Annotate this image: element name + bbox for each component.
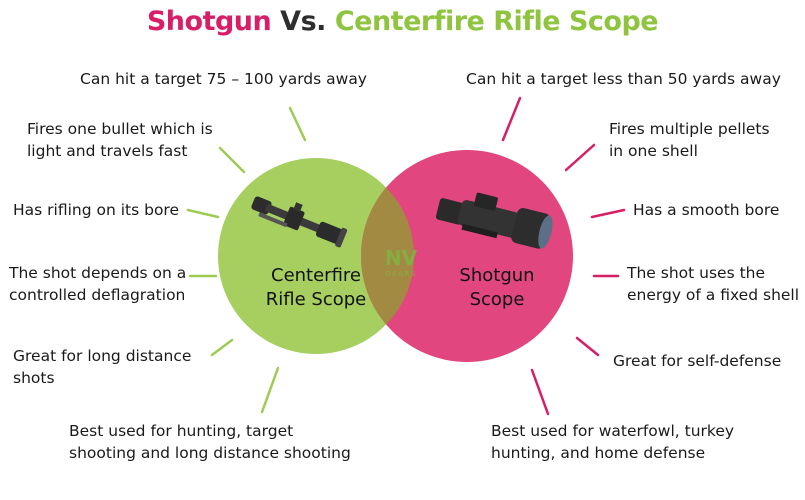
shotgun-point-pellets: Fires multiple pellets in one shell [609, 118, 770, 162]
shotgun-point-shot-line-1: The shot uses the [627, 264, 766, 282]
shotgun-circle-label-1: Shotgun [459, 265, 535, 286]
leader-line-shotgun-2 [564, 143, 596, 172]
rifle-point-use-line-2: shooting and long distance shooting [69, 444, 351, 462]
rifle-point-use: Best used for hunting, target shooting a… [69, 420, 351, 464]
shotgun-point-bore: Has a smooth bore [633, 201, 780, 219]
shotgun-point-pellets-line-2: in one shell [609, 142, 698, 160]
leader-line-rifle-2 [218, 146, 246, 174]
page-title: Shotgun Vs. Centerfire Rifle Scope [0, 6, 805, 37]
rifle-point-bullet-line-1: Fires one bullet which is [27, 120, 213, 138]
leader-line-rifle-3 [186, 208, 220, 219]
rifle-point-range: Can hit a target 75 – 100 yards away [80, 70, 367, 88]
shotgun-point-range: Can hit a target less than 50 yards away [466, 70, 781, 88]
brand-logo-sub: GEARS [385, 270, 416, 278]
shotgun-circle-label: Shotgun Scope [418, 264, 576, 312]
leader-line-shotgun-6 [530, 368, 550, 416]
leader-line-rifle-1 [288, 106, 307, 142]
shotgun-point-use-line-2: hunting, and home defense [491, 444, 706, 462]
shotgun-circle [361, 150, 573, 362]
title-rifle: Centerfire Rifle Scope [334, 6, 659, 37]
shotgun-point-shot: The shot uses the energy of a fixed shel… [627, 262, 799, 306]
rifle-point-distance: Great for long distance shots [13, 345, 191, 389]
shotgun-point-defense: Great for self-defense [613, 352, 782, 370]
shotgun-point-use: Best used for waterfowl, turkey hunting,… [491, 420, 734, 464]
rifle-point-distance-line-2: shots [13, 369, 55, 387]
rifle-leader-lines [186, 106, 307, 414]
leader-line-rifle-5 [210, 338, 234, 357]
title-vs: Vs. [280, 6, 326, 37]
leader-line-rifle-6 [260, 366, 280, 414]
shotgun-point-pellets-line-1: Fires multiple pellets [609, 120, 770, 138]
title-shotgun: Shotgun [146, 6, 272, 37]
rifle-point-use-line-1: Best used for hunting, target [69, 422, 294, 440]
rifle-point-shot: The shot depends on a controlled deflagr… [9, 262, 186, 306]
rifle-point-bore: Has rifling on its bore [13, 201, 180, 219]
shotgun-scope-icon [435, 192, 553, 249]
leader-line-shotgun-3 [590, 208, 626, 219]
rifle-point-shot-line-1: The shot depends on a [9, 264, 187, 282]
rifle-point-bullet-line-2: light and travels fast [27, 142, 188, 160]
rifle-circle-label-2: Rifle Scope [265, 289, 367, 310]
brand-logo: NV GEARS [385, 246, 418, 278]
rifle-circle-label-1: Centerfire [271, 265, 361, 286]
rifle-circle-label: Centerfire Rifle Scope [232, 264, 400, 312]
rifle-scope-icon [251, 196, 348, 248]
rifle-point-bullet: Fires one bullet which is light and trav… [27, 118, 213, 162]
rifle-point-shot-line-2: controlled deflagration [9, 286, 186, 304]
shotgun-circle-label-2: Scope [469, 289, 525, 310]
shotgun-point-shot-line-2: energy of a fixed shell [627, 286, 800, 304]
brand-logo-mark: NV [385, 246, 418, 270]
shotgun-leader-lines [501, 96, 626, 416]
rifle-point-distance-line-1: Great for long distance [13, 347, 192, 365]
shotgun-point-use-line-1: Best used for waterfowl, turkey [491, 422, 735, 440]
leader-line-shotgun-5 [575, 336, 600, 357]
leader-line-shotgun-1 [501, 96, 522, 142]
